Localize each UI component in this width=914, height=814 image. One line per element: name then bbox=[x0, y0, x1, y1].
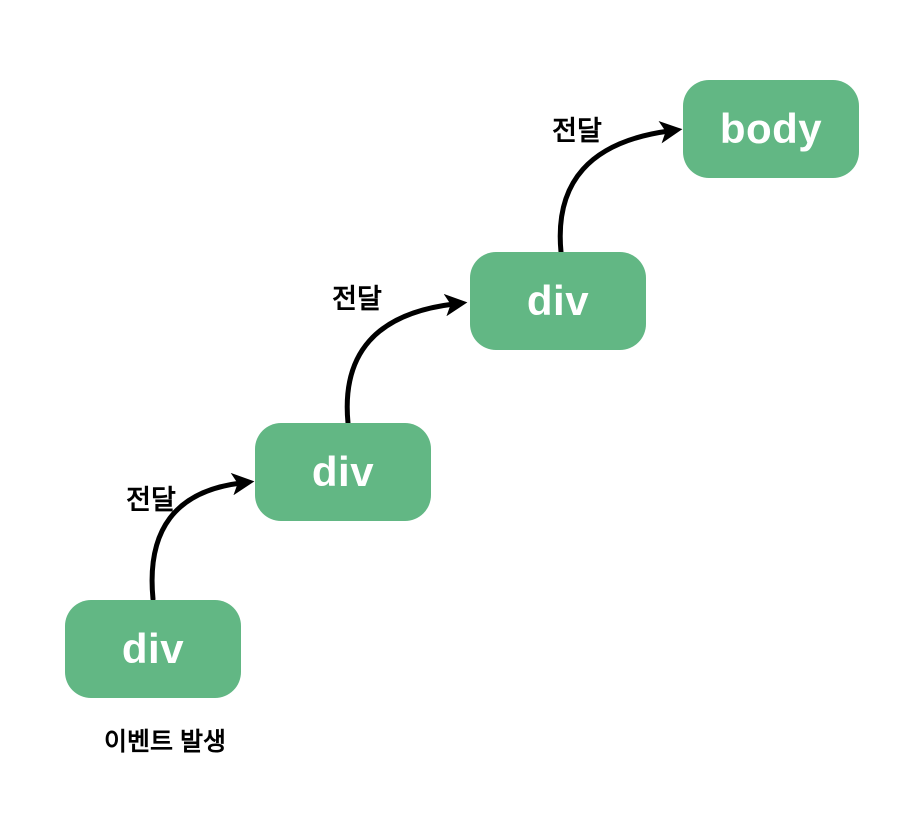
node-div-1: div bbox=[65, 600, 241, 698]
edge-label-3: 전달 bbox=[552, 116, 602, 146]
bubbling-arrow-3 bbox=[557, 121, 683, 255]
edge-label-2: 전달 bbox=[332, 284, 382, 314]
node-div-3: div bbox=[470, 252, 646, 350]
bubbling-arrow-2 bbox=[344, 293, 468, 426]
edge-label-1: 전달 bbox=[126, 485, 176, 515]
event-origin-caption: 이벤트 발생 bbox=[104, 728, 226, 756]
node-body: body bbox=[683, 80, 859, 178]
node-div-2: div bbox=[255, 423, 431, 521]
